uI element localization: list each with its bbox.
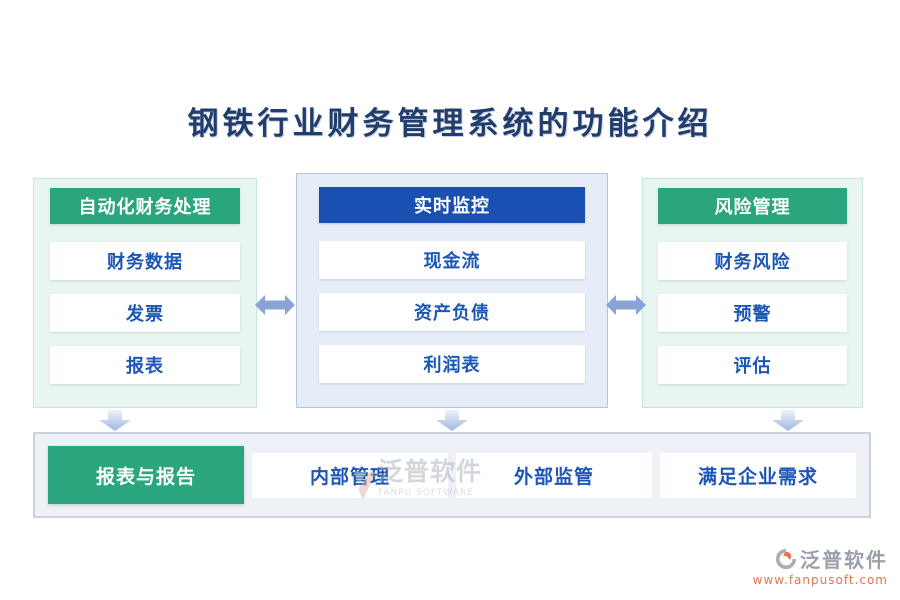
column-item-financial-data[interactable]: 财务数据 [49,242,241,280]
column-item-invoice[interactable]: 发票 [49,294,241,332]
column-automated-finance: 自动化财务处理 财务数据 发票 报表 [33,178,257,408]
bottom-item-enterprise-needs[interactable]: 满足企业需求 [660,452,856,498]
column-item-report[interactable]: 报表 [49,346,241,384]
page-title: 钢铁行业财务管理系统的功能介绍 [187,106,713,142]
bottom-item-external-supervision[interactable]: 外部监管 [456,452,652,498]
column-header-realtime-monitoring[interactable]: 实时监控 [318,187,586,223]
brand-logo: 泛普软件 www.fanpusoft.com [753,544,888,587]
column-item-income-statement[interactable]: 利润表 [318,345,586,383]
fanpu-logo-icon [775,548,797,569]
column-header-automated-finance[interactable]: 自动化财务处理 [49,188,241,224]
double-arrow-icon [606,295,646,315]
column-item-financial-risk[interactable]: 财务风险 [658,242,847,280]
bottom-item-internal-management[interactable]: 内部管理 [252,452,448,498]
down-arrow-icon [772,410,804,431]
down-arrow-icon [99,410,131,431]
column-item-evaluation[interactable]: 评估 [658,346,847,384]
bottom-item-reports[interactable]: 报表与报告 [48,446,244,504]
double-arrow-icon [255,295,295,315]
brand-name: 泛普软件 [800,548,888,572]
brand-url[interactable]: www.fanpusoft.com [752,573,888,587]
column-header-risk-management[interactable]: 风险管理 [658,188,847,224]
column-risk-management: 风险管理 财务风险 预警 评估 [642,178,863,408]
bottom-bar: 报表与报告 内部管理 外部监管 满足企业需求 [33,432,871,518]
column-item-assets-liabilities[interactable]: 资产负债 [318,293,586,331]
column-item-early-warning[interactable]: 预警 [658,294,847,332]
column-realtime-monitoring: 实时监控 现金流 资产负债 利润表 [296,173,608,408]
column-item-cash-flow[interactable]: 现金流 [318,241,586,279]
down-arrow-icon [436,410,468,431]
